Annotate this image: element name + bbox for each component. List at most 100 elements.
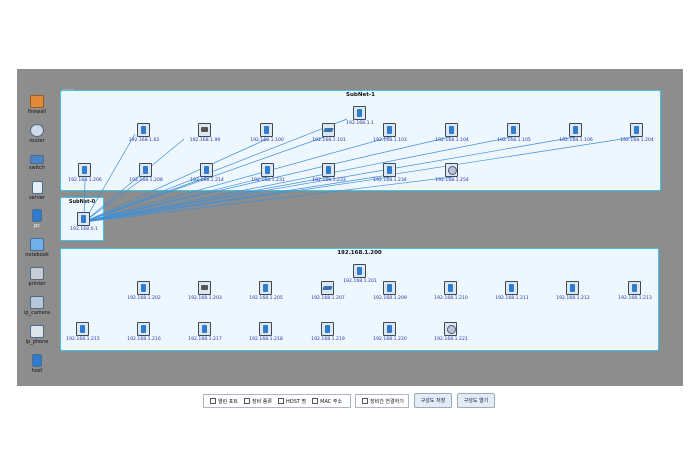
device-node[interactable]: 192.168.1.99 — [185, 123, 225, 149]
device-node[interactable]: 192.168.1.101 — [309, 123, 349, 149]
palette-label: printer — [28, 281, 46, 287]
device-node[interactable]: 192.168.1.231 — [248, 163, 288, 189]
device-node[interactable]: 192.168.0.1 — [64, 212, 104, 238]
device-node[interactable]: 192.168.1.221 — [431, 322, 471, 348]
device-node[interactable]: 192.168.1.234 — [370, 163, 410, 189]
device-node[interactable]: 192.168.1.219 — [308, 322, 348, 348]
checkbox-box[interactable] — [210, 398, 216, 404]
device-node[interactable]: 192.168.1.202 — [124, 281, 164, 307]
device-ip-label: 192.168.1.202 — [127, 296, 161, 301]
device-ip-label: 192.168.1.103 — [373, 138, 407, 143]
device-ip-label: 192.168.1.234 — [373, 178, 407, 183]
device-node[interactable]: 192.168.1.106 — [556, 123, 596, 149]
device-ip-label: 192.168.1.214 — [190, 178, 224, 183]
pc-icon — [383, 281, 396, 295]
device-ip-label: 192.168.1.100 — [250, 138, 284, 143]
device-ip-label: 192.168.1.221 — [434, 337, 468, 342]
pc-icon — [77, 212, 90, 226]
palette-item-pc[interactable]: pc — [17, 209, 57, 229]
checkbox-label: 열린 포트 — [218, 398, 238, 405]
firewall-icon — [30, 95, 44, 108]
switch-icon — [322, 123, 335, 137]
device-node[interactable]: 192.168.1.207 — [308, 281, 348, 307]
device-node[interactable]: 192.168.1.103 — [370, 123, 410, 149]
device-node[interactable]: 192.168.1.204 — [617, 123, 657, 149]
palette-label: host — [31, 368, 43, 374]
device-node[interactable]: 192.168.1.203 — [185, 281, 225, 307]
pc-icon — [32, 209, 42, 222]
host-name-checkbox[interactable]: HOST 명 — [278, 398, 306, 405]
pc-icon — [505, 281, 518, 295]
pc-icon — [78, 163, 91, 177]
device-node[interactable]: 192.168.1.212 — [553, 281, 593, 307]
mac-address-checkbox[interactable]: MAC 주소 — [312, 398, 342, 405]
device-link-checkbox[interactable]: 장비간 연결하기 — [362, 398, 404, 405]
device-node[interactable]: 192.168.1.208 — [126, 163, 166, 189]
device-ip-label: 192.168.1.203 — [188, 296, 222, 301]
pc-icon — [630, 123, 643, 137]
palette-item-ip-phone[interactable]: ip_phone — [17, 325, 57, 345]
device-node[interactable]: 192.168.1.216 — [124, 322, 164, 348]
checkbox-box[interactable] — [244, 398, 250, 404]
pc-icon — [569, 123, 582, 137]
device-ip-label: 192.168.1.213 — [618, 296, 652, 301]
pc-icon — [137, 123, 150, 137]
device-node[interactable]: 192.168.1.62 — [124, 123, 164, 149]
palette-label: server — [29, 195, 45, 201]
open-port-checkbox[interactable]: 열린 포트 — [210, 398, 238, 405]
save-layout-button[interactable]: 구성도 저장 — [414, 393, 452, 408]
device-node[interactable]: 192.168.1.210 — [431, 281, 471, 307]
printer-icon — [198, 281, 211, 295]
palette-item-firewall[interactable]: firewall — [17, 95, 57, 115]
device-node[interactable]: 192.168.1.205 — [246, 281, 286, 307]
open-layout-button[interactable]: 구성도 열기 — [457, 393, 495, 408]
device-node[interactable]: 192.168.1.206 — [65, 163, 105, 189]
device-ip-label: 192.168.1.220 — [373, 337, 407, 342]
device-node[interactable]: 192.168.1.214 — [187, 163, 227, 189]
checkbox-box[interactable] — [278, 398, 284, 404]
device-ip-label: 192.168.1.211 — [495, 296, 529, 301]
palette-label: ip_camera — [24, 310, 50, 316]
device-type-checkbox[interactable]: 장비 종류 — [244, 398, 272, 405]
device-node[interactable]: 192.168.1.211 — [492, 281, 532, 307]
device-node[interactable]: 192.168.1.105 — [494, 123, 534, 149]
device-node[interactable]: 192.168.1.104 — [432, 123, 472, 149]
device-ip-label: 192.168.0.1 — [70, 227, 98, 232]
palette-item-router[interactable]: router — [17, 124, 57, 144]
palette-item-host[interactable]: host — [17, 354, 57, 374]
palette-item-notebook[interactable]: notebook — [17, 238, 57, 258]
device-ip-label: 192.168.1.106 — [559, 138, 593, 143]
device-node[interactable]: 192.168.1.220 — [370, 322, 410, 348]
palette-item-switch[interactable]: switch — [17, 153, 57, 171]
printer-icon — [30, 267, 44, 280]
device-ip-label: 192.168.1.207 — [311, 296, 345, 301]
device-node[interactable]: 192.168.1.218 — [246, 322, 286, 348]
device-ip-label: 192.168.1.217 — [188, 337, 222, 342]
device-node[interactable]: 192.168.1.100 — [247, 123, 287, 149]
subnet-title: 192.168.1.200 — [337, 250, 382, 256]
device-node[interactable]: 192.168.1.209 — [370, 281, 410, 307]
router-icon — [30, 124, 44, 137]
pc-icon — [322, 163, 335, 177]
device-node[interactable]: 192.168.1.1 — [340, 106, 380, 132]
ip-camera-icon — [30, 296, 44, 309]
switch-icon — [321, 281, 334, 295]
device-node[interactable]: 192.168.1.213 — [615, 281, 655, 307]
device-node[interactable]: 192.168.1.233 — [309, 163, 349, 189]
device-node[interactable]: 192.168.1.254 — [432, 163, 472, 189]
palette-item-ip-camera[interactable]: ip_camera — [17, 296, 57, 316]
device-node[interactable]: 192.168.1.217 — [185, 322, 225, 348]
checkbox-box[interactable] — [312, 398, 319, 404]
device-ip-label: 192.168.1.216 — [127, 337, 161, 342]
palette-item-server[interactable]: server — [17, 181, 57, 201]
device-ip-label: 192.168.1.210 — [434, 296, 468, 301]
device-ip-label: 192.168.1.219 — [311, 337, 345, 342]
device-node[interactable]: 192.168.1.215 — [63, 322, 103, 348]
topology-canvas[interactable]: ppt.net firewall router switch server pc… — [17, 69, 683, 386]
palette-item-printer[interactable]: printer — [17, 267, 57, 287]
ip-camera-icon — [444, 322, 457, 336]
checkbox-box[interactable] — [362, 398, 368, 404]
palette-label: switch — [29, 165, 45, 171]
switch-icon — [30, 155, 44, 164]
device-node[interactable]: 192.168.1.201 — [340, 264, 380, 290]
